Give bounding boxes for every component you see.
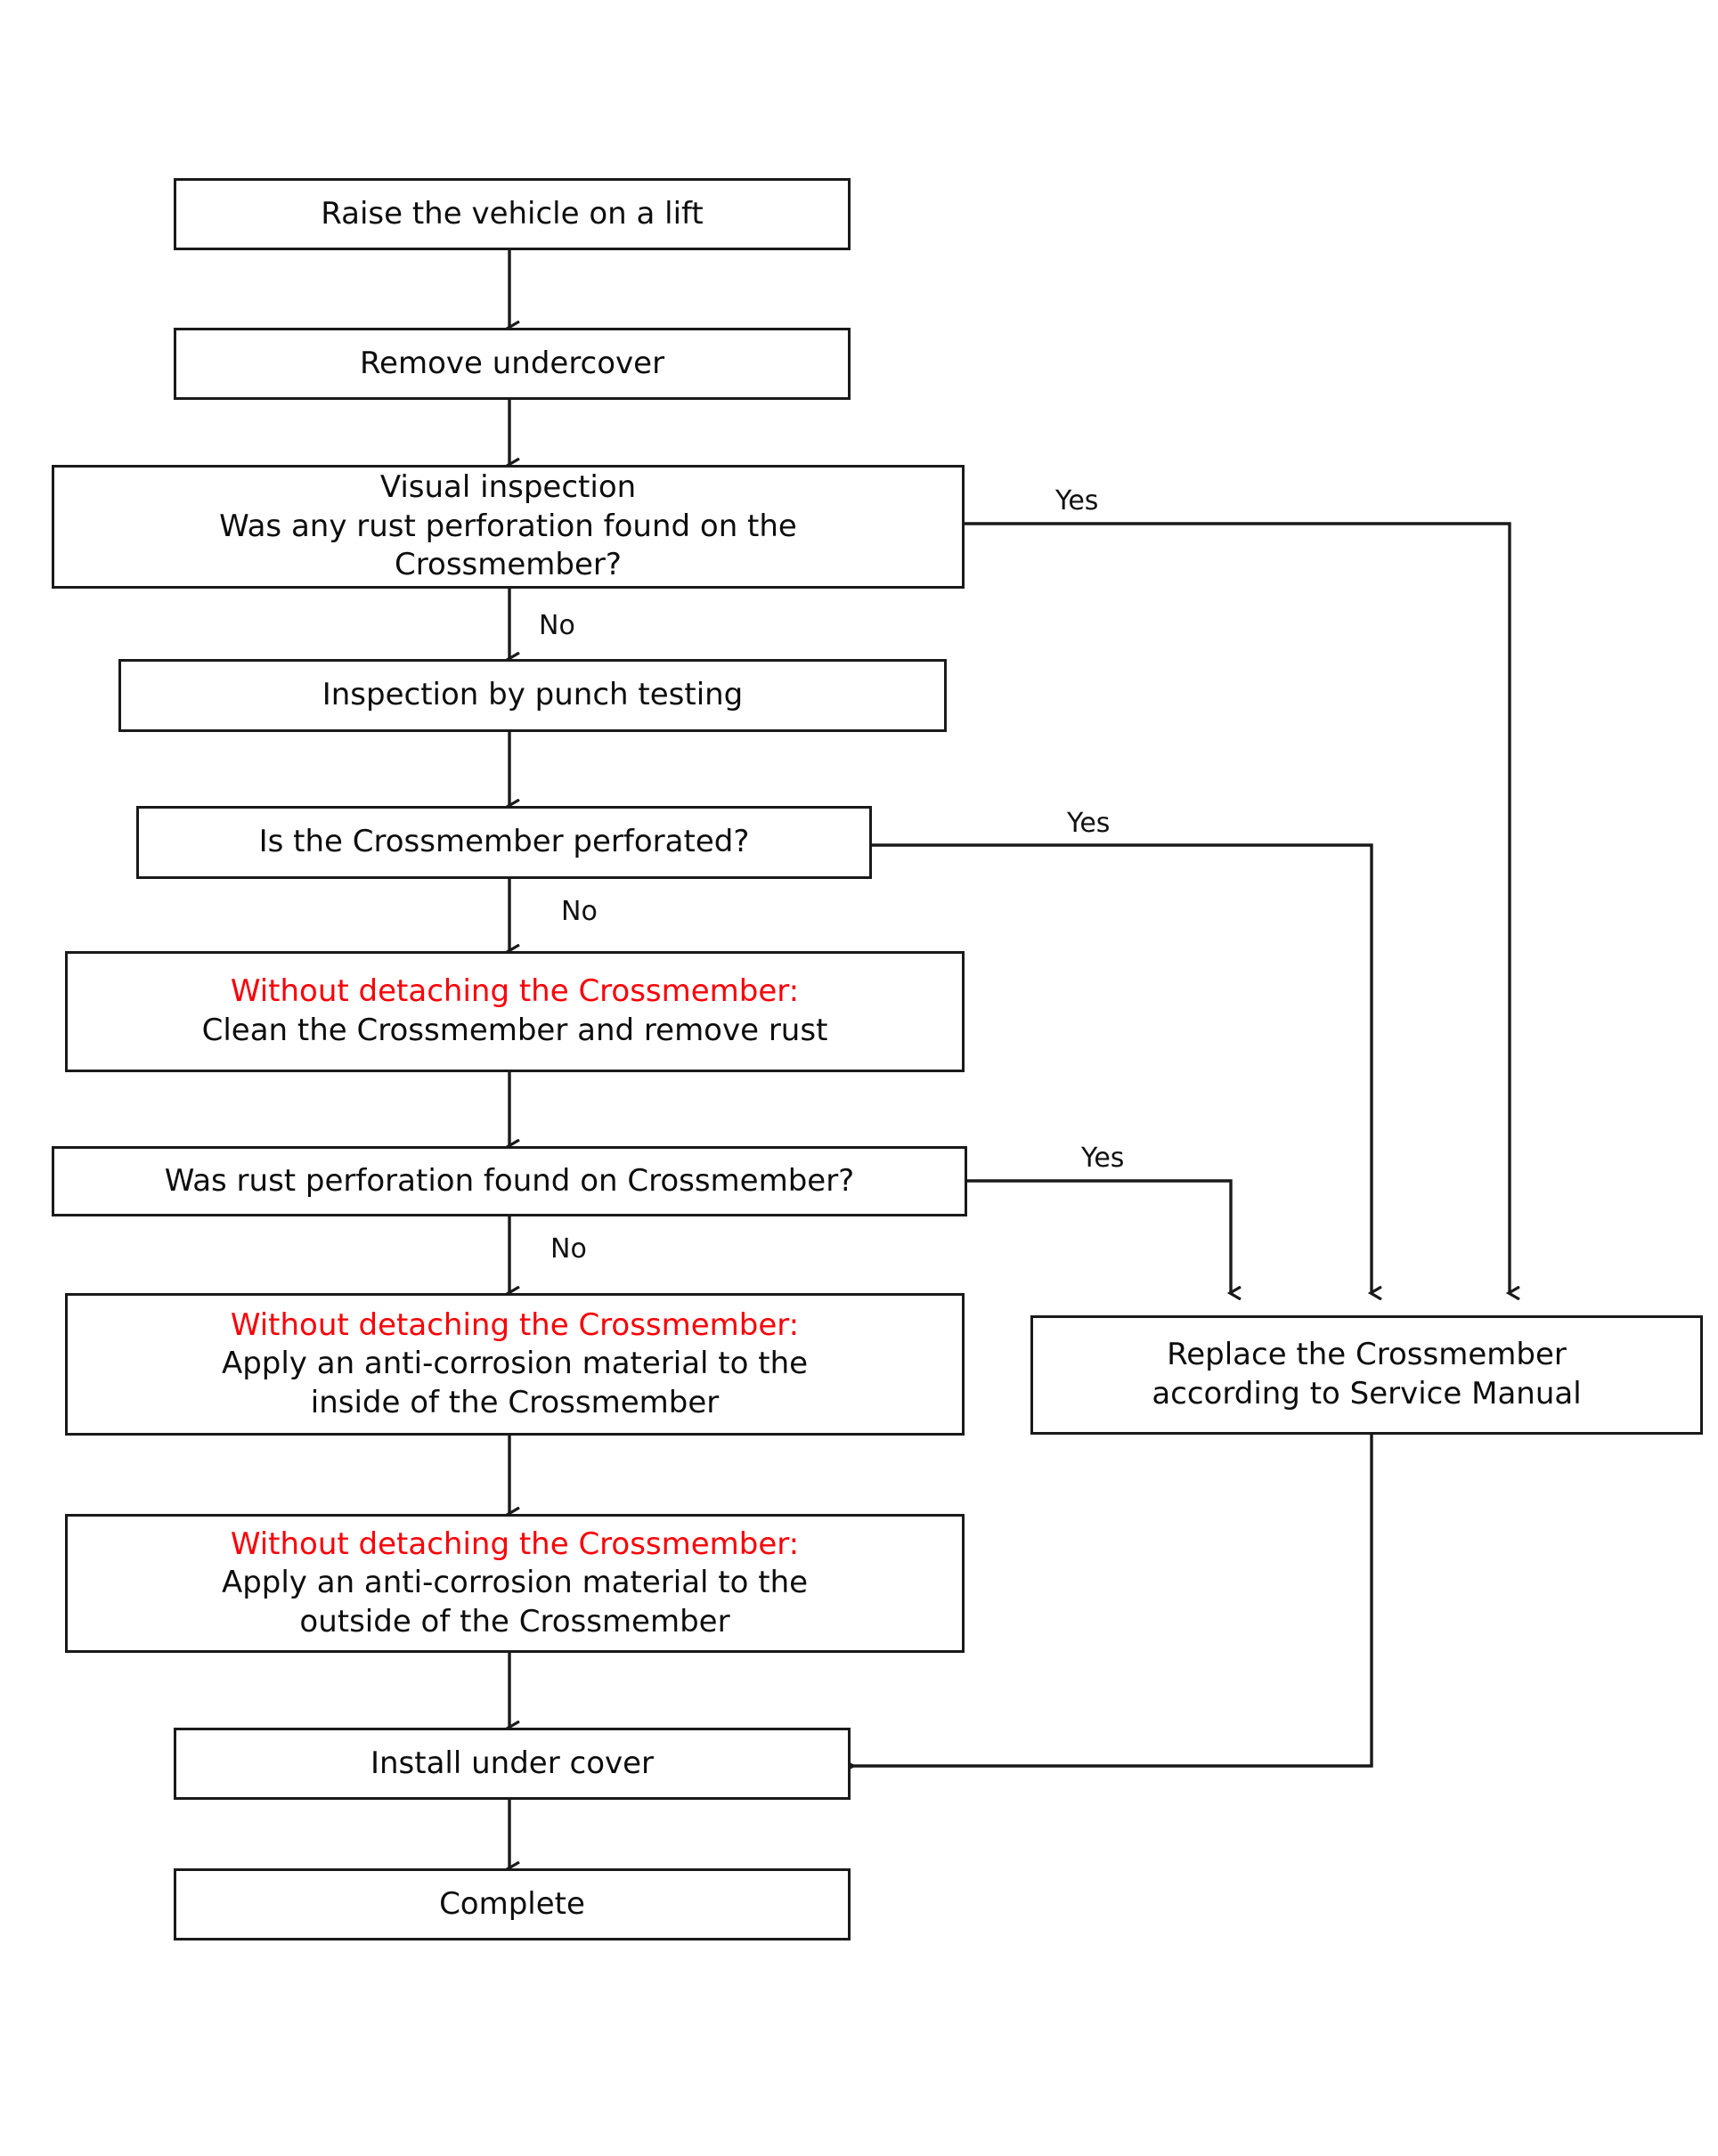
edge-replace-to-install bbox=[852, 1435, 1373, 1766]
node-punch-testing-line-1: Inspection by punch testing bbox=[322, 677, 744, 713]
edge-label-no-visual: No bbox=[539, 610, 575, 641]
node-install-under-cover-line-1: Install under cover bbox=[370, 1745, 655, 1781]
node-visual-inspection[interactable]: Visual inspection Was any rust perforati… bbox=[52, 465, 965, 589]
node-anti-corrosion-outside-line-3: outside of the Crossmember bbox=[299, 1603, 730, 1639]
node-complete-line-1: Complete bbox=[439, 1885, 585, 1922]
node-raise-vehicle[interactable]: Raise the vehicle on a lift bbox=[174, 178, 851, 250]
node-visual-inspection-line-2: Was any rust perforation found on the bbox=[219, 508, 797, 544]
node-replace-crossmember-line-2: according to Service Manual bbox=[1152, 1376, 1582, 1412]
node-anti-corrosion-outside-line-2: Apply an anti-corrosion material to the bbox=[221, 1565, 809, 1601]
edge-label-yes-visual: Yes bbox=[1055, 485, 1099, 517]
node-replace-crossmember[interactable]: Replace the Crossmember according to Ser… bbox=[1030, 1315, 1703, 1435]
edge-isperf-yes-to-replace bbox=[872, 843, 1372, 1293]
edge-visual-yes-to-replace bbox=[965, 522, 1510, 1293]
node-rust-found-after-clean-line-1: Was rust perforation found on Crossmembe… bbox=[164, 1162, 855, 1199]
node-punch-testing[interactable]: Inspection by punch testing bbox=[118, 659, 947, 732]
node-is-perforated[interactable]: Is the Crossmember perforated? bbox=[136, 806, 872, 879]
node-clean-remove-rust[interactable]: Without detaching the Crossmember: Clean… bbox=[65, 951, 965, 1072]
edge-label-yes-punch: Yes bbox=[1067, 808, 1111, 839]
node-remove-undercover-line-1: Remove undercover bbox=[359, 345, 665, 381]
node-install-under-cover[interactable]: Install under cover bbox=[174, 1728, 851, 1800]
node-remove-undercover[interactable]: Remove undercover bbox=[174, 328, 851, 400]
node-anti-corrosion-inside-line-3: inside of the Crossmember bbox=[310, 1384, 720, 1420]
edge-label-no-after-clean: No bbox=[550, 1233, 587, 1265]
node-anti-corrosion-inside-line-2: Apply an anti-corrosion material to the bbox=[221, 1346, 809, 1382]
edge-label-yes-after-clean: Yes bbox=[1081, 1143, 1125, 1174]
node-visual-inspection-line-3: Crossmember? bbox=[395, 547, 622, 583]
node-anti-corrosion-inside[interactable]: Without detaching the Crossmember: Apply… bbox=[65, 1293, 965, 1436]
node-is-perforated-line-1: Is the Crossmember perforated? bbox=[258, 824, 750, 860]
node-clean-remove-rust-line-1: Without detaching the Crossmember: bbox=[230, 973, 800, 1010]
node-raise-vehicle-line-1: Raise the vehicle on a lift bbox=[321, 195, 704, 232]
node-visual-inspection-line-1: Visual inspection bbox=[379, 469, 637, 506]
edge-rustfound-yes-to-replace bbox=[967, 1179, 1231, 1293]
node-complete[interactable]: Complete bbox=[174, 1868, 851, 1940]
node-replace-crossmember-line-1: Replace the Crossmember bbox=[1167, 1337, 1567, 1373]
node-rust-found-after-clean[interactable]: Was rust perforation found on Crossmembe… bbox=[52, 1146, 967, 1216]
node-anti-corrosion-outside-line-1: Without detaching the Crossmember: bbox=[230, 1525, 800, 1562]
node-clean-remove-rust-line-2: Clean the Crossmember and remove rust bbox=[201, 1013, 828, 1048]
node-anti-corrosion-outside[interactable]: Without detaching the Crossmember: Apply… bbox=[65, 1514, 965, 1653]
edge-label-no-punch: No bbox=[561, 896, 598, 927]
node-anti-corrosion-inside-line-1: Without detaching the Crossmember: bbox=[230, 1306, 800, 1343]
